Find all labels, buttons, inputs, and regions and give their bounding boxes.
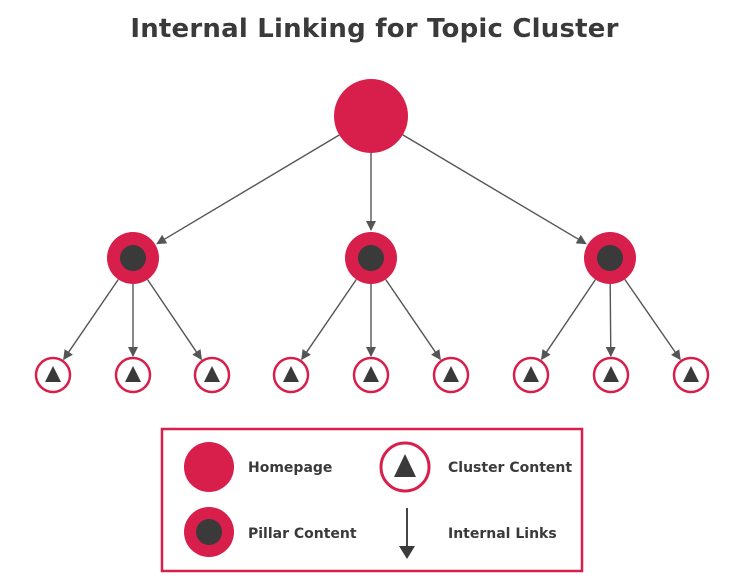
legend-cluster-label: Cluster Content [448, 460, 572, 476]
cluster-node-3-2 [592, 356, 630, 394]
pillar-node-3 [584, 232, 636, 284]
legend-pillar-icon [184, 507, 234, 557]
link-pillar-1-to-cluster-1 [63, 279, 119, 361]
link-pillar-2-to-cluster-1 [301, 279, 357, 361]
cluster-node-3-1 [512, 356, 550, 394]
diagram-title: Internal Linking for Topic Cluster [130, 14, 619, 44]
link-pillar-1-to-cluster-3 [146, 279, 202, 361]
link-pillar-3-to-cluster-1 [541, 279, 597, 361]
pillar-node-1 [107, 232, 159, 284]
legend-internal-links-label: Internal Links [448, 526, 557, 542]
cluster-node-2-1 [272, 356, 310, 394]
link-pillar-3-to-cluster-3 [624, 279, 681, 361]
legend: Homepage Cluster Content Pillar Content … [160, 427, 584, 573]
homepage-node [334, 79, 408, 153]
cluster-node-1-1 [34, 356, 72, 394]
cluster-node-3-3 [672, 356, 710, 394]
link-homepage-to-pillar-3 [402, 134, 587, 245]
legend-cluster-icon [379, 441, 431, 493]
legend-homepage-label: Homepage [248, 460, 332, 476]
link-pillar-3-to-cluster-2 [605, 283, 616, 357]
link-pillar-2-to-cluster-3 [385, 279, 441, 361]
legend-homepage-icon [184, 442, 234, 492]
legend-arrow-icon [399, 508, 415, 559]
nodes [34, 79, 710, 394]
link-homepage-to-pillar-1 [156, 134, 340, 245]
legend-box [160, 427, 584, 573]
cluster-node-2-3 [432, 356, 470, 394]
legend-pillar-label: Pillar Content [248, 526, 357, 542]
cluster-node-1-3 [193, 356, 231, 394]
internal-links [63, 134, 681, 361]
cluster-node-1-2 [114, 356, 152, 394]
pillar-node-2 [345, 232, 397, 284]
cluster-node-2-2 [352, 356, 390, 394]
